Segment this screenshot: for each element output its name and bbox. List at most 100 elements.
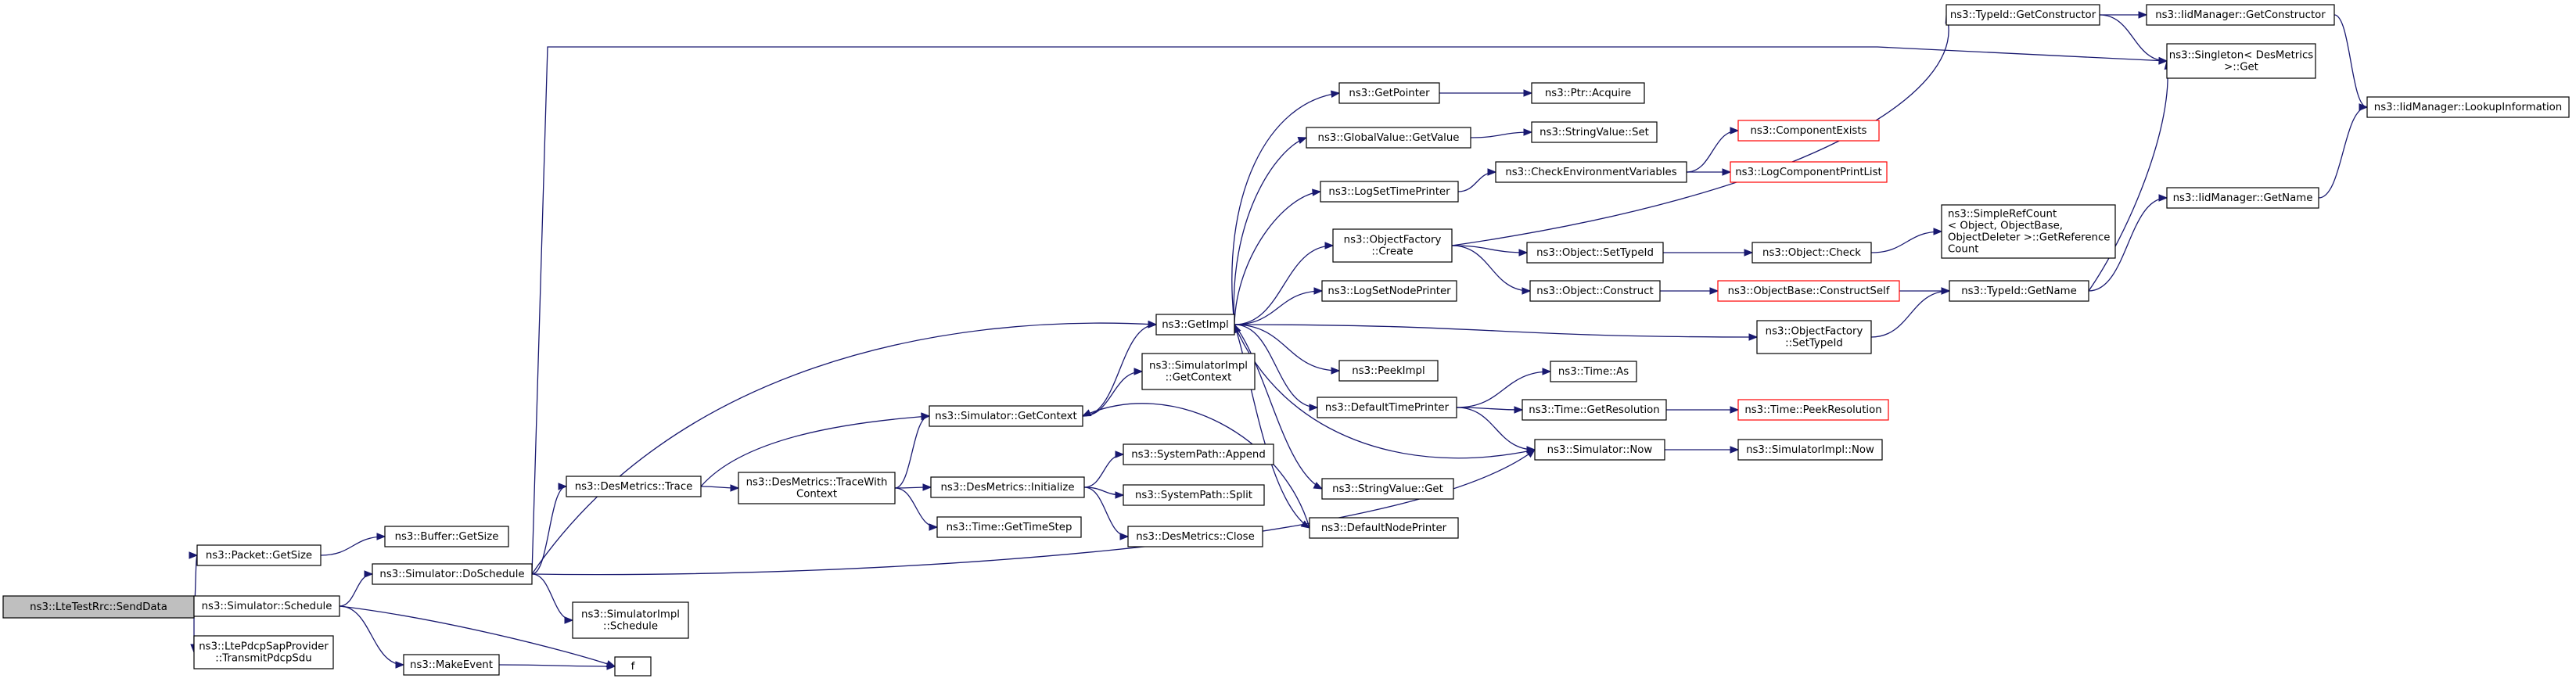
arrowhead (1730, 127, 1740, 135)
node-label: < Object, ObjectBase, (1948, 221, 2063, 232)
node-box (1529, 280, 1661, 302)
node-logcomplist[interactable]: ns3::LogComponentPrintList (1730, 161, 1888, 183)
node-label: ns3::IidManager::LookupInformation (2374, 102, 2562, 113)
node-constructself[interactable]: ns3::ObjectBase::ConstructSelf (1717, 280, 1900, 302)
node-simimpl-sched[interactable]: ns3::SimulatorImpl::Schedule (572, 601, 689, 639)
node-defaulttime[interactable]: ns3::DefaultTimePrinter (1317, 397, 1457, 418)
node-label: ns3::SystemPath::Split (1135, 490, 1252, 501)
node-getresolution[interactable]: ns3::Time::GetResolution (1522, 399, 1667, 421)
arrowhead (1313, 482, 1324, 490)
node-gettimestep[interactable]: ns3::Time::GetTimeStep (936, 516, 1082, 538)
node-box (1123, 443, 1274, 465)
node-makeevent[interactable]: ns3::MakeEvent (403, 654, 500, 676)
node-box (1945, 4, 2100, 26)
node-peekresolution[interactable]: ns3::Time::PeekResolution (1737, 399, 1889, 421)
node-globalvalue[interactable]: ns3::GlobalValue::GetValue (1306, 127, 1471, 149)
node-box (1338, 82, 1440, 104)
node-compexists[interactable]: ns3::ComponentExists (1737, 120, 1880, 142)
node-typeid-getconstructor[interactable]: ns3::TypeId::GetConstructor (1945, 4, 2100, 26)
edge-getimpl-to-getpointer (1231, 92, 1340, 325)
node-stringvalue-get[interactable]: ns3::StringValue::Get (1321, 478, 1454, 500)
node-timeas[interactable]: ns3::Time::As (1550, 361, 1637, 382)
node-close[interactable]: ns3::DesMetrics::Close (1127, 526, 1263, 547)
node-label: ns3::Time::As (1558, 366, 1629, 378)
node-getpointer[interactable]: ns3::GetPointer (1338, 82, 1440, 104)
node-ptracquire[interactable]: ns3::Ptr::Acquire (1531, 82, 1645, 104)
node-simimpl-now[interactable]: ns3::SimulatorImpl::Now (1737, 439, 1883, 461)
node-label: ns3::SystemPath::Append (1131, 449, 1266, 461)
arrowhead (1119, 533, 1130, 540)
node-label: ns3::Object::Check (1762, 247, 1861, 259)
node-box (1123, 484, 1265, 506)
node-buffer[interactable]: ns3::Buffer::GetSize (384, 526, 509, 547)
edge-schedule-to-doschedule (339, 573, 373, 607)
edge-defaulttime-to-simnow (1456, 407, 1536, 450)
node-f[interactable]: f (614, 656, 652, 677)
node-objcheck[interactable]: ns3::Object::Check (1751, 242, 1872, 264)
node-getimpl[interactable]: ns3::GetImpl (1155, 314, 1235, 336)
node-box (1717, 280, 1900, 302)
edge-doschedule-to-singleton (531, 46, 2168, 575)
node-objfactory-settypeid[interactable]: ns3::ObjectFactory::SetTypeId (1756, 320, 1872, 354)
node-senddata[interactable]: ns3::LteTestRrc::SendData (2, 595, 195, 619)
node-logsettime[interactable]: ns3::LogSetTimePrinter (1320, 181, 1459, 203)
node-peekimpl[interactable]: ns3::PeekImpl (1338, 360, 1439, 382)
arrowhead (1744, 249, 1754, 257)
edge-objfactory_create-to-setypeid (1451, 245, 1528, 253)
arrowhead (364, 570, 374, 578)
node-label: ns3::SimulatorImpl::Now (1746, 444, 1874, 456)
node-label: >::Get (2224, 62, 2258, 74)
node-logsetnode[interactable]: ns3::LogSetNodePrinter (1321, 280, 1457, 302)
node-append[interactable]: ns3::SystemPath::Append (1123, 443, 1274, 465)
node-getsize[interactable]: ns3::Packet::GetSize (196, 544, 322, 566)
node-label: f (631, 661, 635, 673)
arrowhead (606, 662, 616, 670)
edge-iid_getconstructor-to-iid_lookup (2333, 14, 2368, 108)
node-iid-lookup[interactable]: ns3::IidManager::LookupInformation (2366, 96, 2570, 118)
node-box (1321, 478, 1454, 500)
arrowhead (1730, 406, 1740, 414)
node-simimpl-ctx[interactable]: ns3::SimulatorImpl::GetContext (1141, 353, 1256, 390)
node-trace[interactable]: ns3::DesMetrics::Trace (566, 476, 702, 497)
arrowhead (1941, 287, 1951, 295)
node-box (572, 601, 689, 639)
node-initialize[interactable]: ns3::DesMetrics::Initialize (930, 476, 1085, 498)
node-singleton[interactable]: ns3::Singleton< DesMetrics >::Get (2166, 43, 2316, 79)
node-split[interactable]: ns3::SystemPath::Split (1123, 484, 1265, 506)
node-label: ns3::LogSetNodePrinter (1328, 285, 1451, 297)
arrowhead (1730, 446, 1740, 454)
node-checkenv[interactable]: ns3::CheckEnvironmentVariables (1495, 161, 1687, 183)
node-setypeid[interactable]: ns3::Object::SetTypeId (1526, 242, 1664, 264)
arrowhead (189, 551, 199, 559)
node-box (1526, 242, 1664, 264)
node-iid-getconstructor[interactable]: ns3::IidManager::GetConstructor (2146, 4, 2335, 26)
node-box (1320, 181, 1459, 203)
node-box (2, 595, 195, 619)
arrowhead (1331, 90, 1341, 98)
node-box (1522, 399, 1667, 421)
node-label: ns3::IidManager::GetConstructor (2155, 9, 2326, 21)
node-typeid-getname[interactable]: ns3::TypeId::GetName (1949, 280, 2089, 302)
node-label: ns3::ComponentExists (1750, 125, 1866, 137)
arrowhead (1313, 287, 1324, 295)
node-simnow[interactable]: ns3::Simulator::Now (1534, 439, 1665, 461)
node-stringvalue-set[interactable]: ns3::StringValue::Set (1531, 121, 1658, 143)
node-schedule[interactable]: ns3::Simulator::Schedule (193, 595, 340, 617)
node-label: ns3::PeekImpl (1352, 365, 1425, 377)
node-box (384, 526, 509, 547)
node-getcontext[interactable]: ns3::Simulator::GetContext (929, 405, 1083, 427)
arrowhead (564, 616, 574, 624)
arrowhead (1148, 321, 1158, 328)
edge-getimpl-to-logsettime (1234, 191, 1321, 325)
node-simplerefcount[interactable]: ns3::SimpleRefCount< Object, ObjectBase,… (1941, 204, 2116, 259)
node-doschedule[interactable]: ns3::Simulator::DoSchedule (372, 563, 533, 585)
node-box (2146, 4, 2335, 26)
node-objfactory-create[interactable]: ns3::ObjectFactory::Create (1332, 228, 1453, 263)
node-transmit[interactable]: ns3::LtePdcpSapProvider::TransmitPdcpSdu (193, 635, 334, 669)
node-construct[interactable]: ns3::Object::Construct (1529, 280, 1661, 302)
node-label: ns3::ObjectFactory (1766, 326, 1863, 338)
node-defaultnode[interactable]: ns3::DefaultNodePrinter (1309, 517, 1459, 539)
node-iid-getname[interactable]: ns3::IidManager::GetName (2166, 187, 2319, 209)
node-box (1531, 121, 1658, 143)
